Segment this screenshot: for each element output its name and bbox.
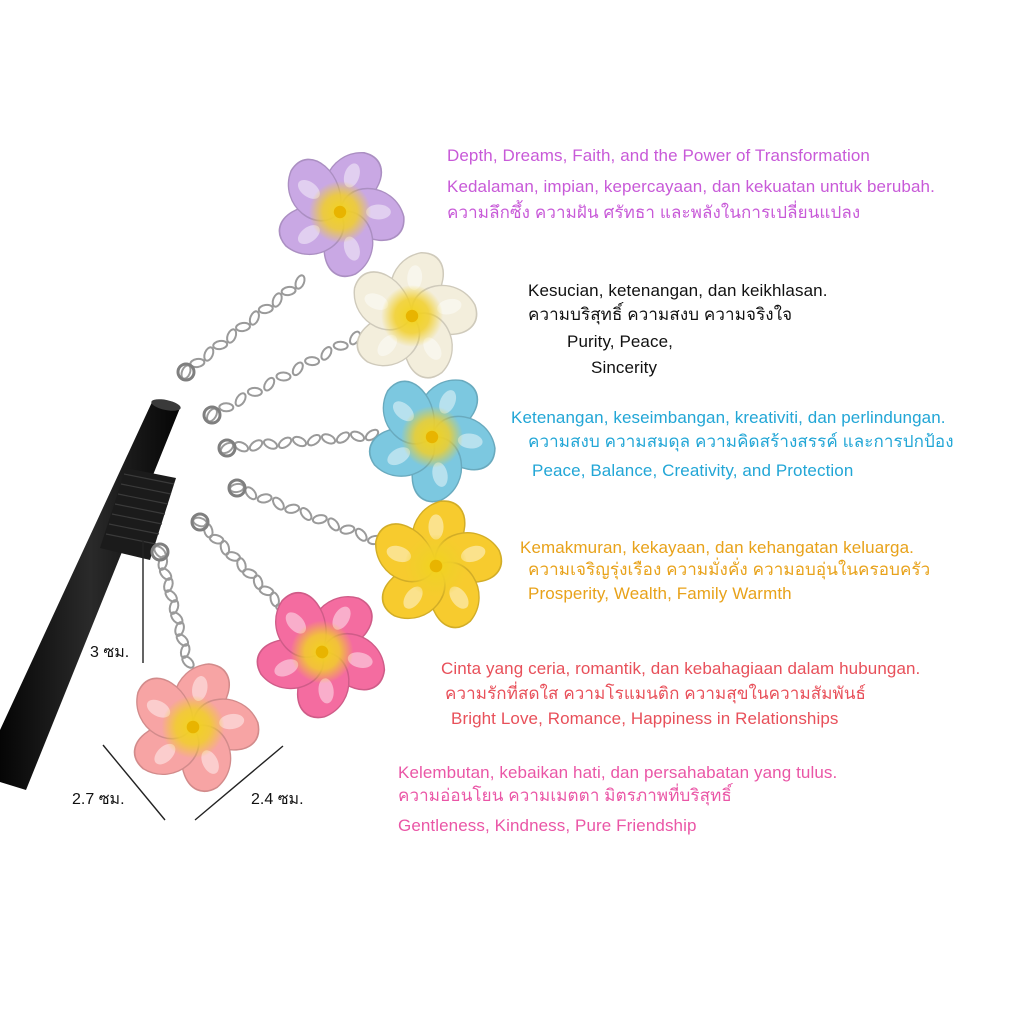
hot-pink-meaning-ms: Cinta yang ceria, romantik, dan kebahagi…	[441, 659, 921, 678]
dimension-width-right-label: 2.4 ซม.	[251, 791, 304, 808]
flower-yellow	[375, 500, 503, 629]
flower-white	[353, 251, 478, 379]
white-meaning-th: ความบริสุทธิ์ ความสงบ ความจริงใจ	[528, 305, 793, 324]
white-meaning-ms: Kesucian, ketenangan, dan keikhlasan.	[528, 281, 828, 300]
blue-meaning-th: ความสงบ ความสมดุล ความคิดสร้างสรรค์ และก…	[528, 432, 954, 451]
white-meaning-en-1: Purity, Peace,	[567, 332, 673, 351]
chain-hot-pink	[190, 512, 291, 614]
dimension-height-label: 3 ซม.	[90, 644, 130, 661]
blue-meaning-ms: Ketenangan, keseimbangan, kreativiti, da…	[511, 408, 946, 427]
dimension-lines	[102, 540, 284, 821]
flower-hot-pink	[256, 592, 386, 719]
chain-blue	[217, 428, 380, 458]
purple-meaning-ms: Kedalaman, impian, kepercayaan, dan keku…	[447, 177, 935, 196]
hot-pink-meaning-en: Bright Love, Romance, Happiness in Relat…	[451, 709, 839, 728]
chain-light-pink	[150, 542, 195, 669]
purple-meaning-en: Depth, Dreams, Faith, and the Power of T…	[447, 146, 870, 165]
light-pink-meaning-en: Gentleness, Kindness, Pure Friendship	[398, 816, 697, 835]
chain-white	[202, 330, 362, 425]
hot-pink-meaning-th: ความรักที่สดใส ความโรแมนติก ความสุขในควา…	[445, 684, 867, 703]
yellow-meaning-en: Prosperity, Wealth, Family Warmth	[528, 584, 792, 603]
chain-purple	[176, 274, 306, 382]
dimension-width-left-label: 2.7 ซม.	[72, 791, 125, 808]
flower-purple	[278, 152, 405, 278]
flower-blue	[368, 379, 496, 503]
blue-meaning-en: Peace, Balance, Creativity, and Protecti…	[532, 461, 854, 480]
flower-light-pink	[133, 663, 260, 793]
yellow-meaning-ms: Kemakmuran, kekayaan, dan kehangatan kel…	[520, 538, 914, 557]
flowers	[133, 152, 503, 793]
chain-yellow	[227, 478, 383, 546]
purple-meaning-th: ความลึกซึ้ง ความฝัน ศรัทธา และพลังในการเ…	[447, 203, 861, 222]
hair-stick	[0, 399, 181, 790]
white-meaning-en-2: Sincerity	[591, 358, 658, 377]
light-pink-meaning-th: ความอ่อนโยน ความเมตตา มิตรภาพที่บริสุทธิ…	[398, 786, 732, 805]
yellow-meaning-th: ความเจริญรุ่งเรือง ความมั่งคั่ง ความอบอุ…	[528, 560, 931, 579]
light-pink-meaning-ms: Kelembutan, kebaikan hati, dan persahaba…	[398, 763, 838, 782]
